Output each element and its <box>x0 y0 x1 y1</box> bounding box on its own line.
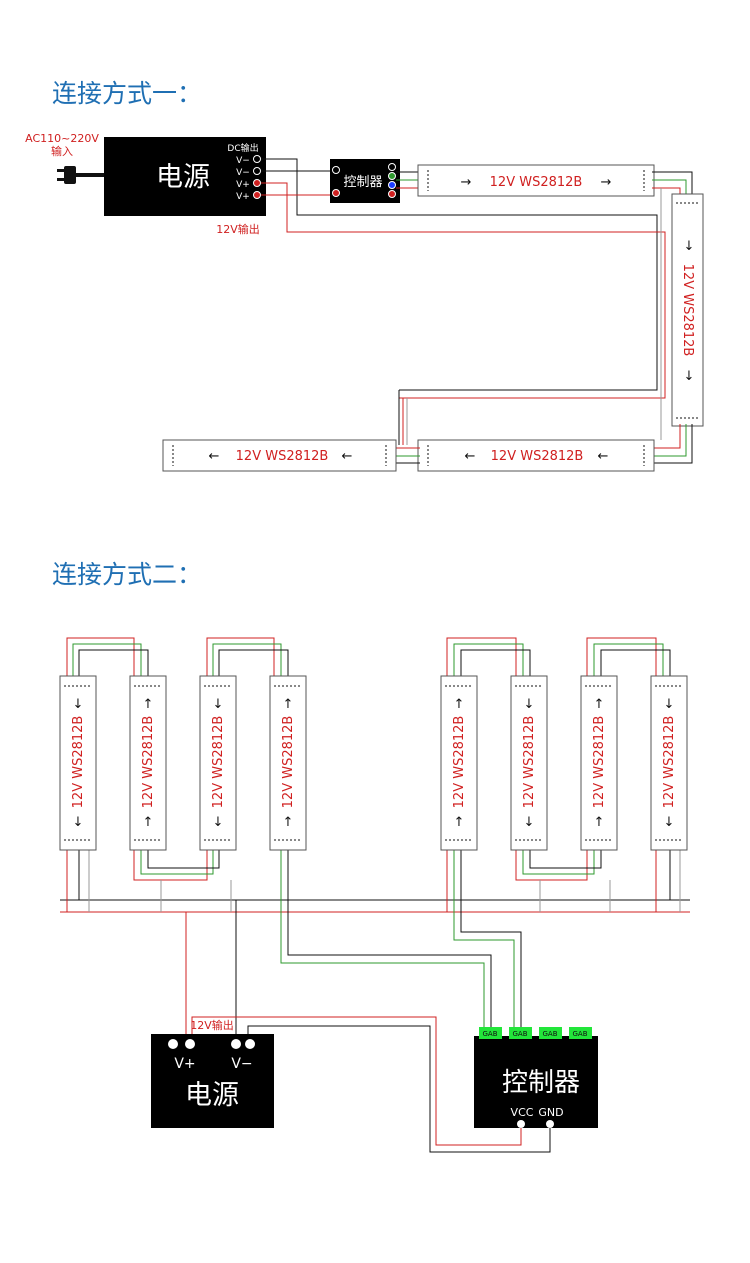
strip-label: 12V WS2812B <box>491 449 584 464</box>
strip-label: 12V WS2812B <box>281 716 296 809</box>
psu-12v-output-label: 12V输出 <box>190 1018 234 1032</box>
port-label: GAB <box>512 1030 527 1038</box>
led-strip-a: ↓ 12V WS2812B ↓ <box>59 675 97 851</box>
arrow-up-icon: ↑ <box>454 815 465 830</box>
arrow-down-icon: ↓ <box>524 815 535 830</box>
terminal-label-vminus-2: V− <box>236 168 250 178</box>
arrow-down-icon: ↓ <box>664 815 675 830</box>
arrow-down-icon: ↓ <box>684 239 695 254</box>
vminus-label: V− <box>231 1056 252 1072</box>
arrow-up-icon: ↑ <box>283 815 294 830</box>
ac-input-label: 输入 <box>51 144 73 158</box>
power-supply-2: V+ V− 电源 <box>151 1034 274 1128</box>
controller-1: 控制器 <box>330 159 400 203</box>
section1-title: 连接方式一： <box>52 79 203 108</box>
strip-label: 12V WS2812B <box>236 449 329 464</box>
arrow-left-icon: ← <box>465 449 476 464</box>
led-strip-c: ↓ 12V WS2812B ↓ <box>199 675 237 851</box>
strip-label: 12V WS2812B <box>680 264 695 357</box>
arrow-up-icon: ↑ <box>143 697 154 712</box>
terminal-label-vplus-2: V+ <box>236 192 250 202</box>
arrow-down-icon: ↓ <box>73 697 84 712</box>
port-label: GAB <box>542 1030 557 1038</box>
strip-label: 12V WS2812B <box>592 716 607 809</box>
strip-label: 12V WS2812B <box>141 716 156 809</box>
arrow-up-icon: ↑ <box>143 815 154 830</box>
arrow-down-icon: ↓ <box>213 697 224 712</box>
gnd-label: GND <box>538 1106 563 1119</box>
strip-label: 12V WS2812B <box>71 716 86 809</box>
vcc-label: VCC <box>511 1106 534 1119</box>
strip-label: 12V WS2812B <box>452 716 467 809</box>
psu-label: 电源 <box>156 162 210 193</box>
arrow-down-icon: ↓ <box>213 815 224 830</box>
led-strip-3: ← 12V WS2812B ← <box>417 439 655 472</box>
plug-icon <box>57 166 104 184</box>
led-strip-g: ↑ 12V WS2812B ↑ <box>580 675 618 851</box>
arrow-up-icon: ↑ <box>454 697 465 712</box>
arrow-down-icon: ↓ <box>524 697 535 712</box>
arrow-up-icon: ↑ <box>594 697 605 712</box>
port-label: GAB <box>572 1030 587 1038</box>
controller-label: 控制器 <box>502 1068 580 1098</box>
led-strip-4: ← 12V WS2812B ← <box>162 439 397 472</box>
vplus-label: V+ <box>174 1056 195 1072</box>
led-strip-e: ↑ 12V WS2812B ↑ <box>440 675 478 851</box>
power-supply-1: 电源 DC输出 V− V− V+ V+ <box>104 137 266 216</box>
dc-output-label: DC输出 <box>227 142 258 154</box>
arrow-up-icon: ↑ <box>283 697 294 712</box>
led-strip-f: ↓ 12V WS2812B ↓ <box>510 675 548 851</box>
led-strip-1: → 12V WS2812B → <box>417 164 655 197</box>
controller-label: 控制器 <box>343 175 382 190</box>
led-strip-d: ↑ 12V WS2812B ↑ <box>269 675 307 851</box>
led-strip-2: ↓ 12V WS2812B ↓ <box>671 193 704 427</box>
strip-label: 12V WS2812B <box>662 716 677 809</box>
strip-label: 12V WS2812B <box>211 716 226 809</box>
arrow-down-icon: ↓ <box>684 369 695 384</box>
diagram-method-1: AC110~220V 输入 电源 DC输出 V− V− V+ V+ 12V输出 <box>25 132 704 472</box>
diagram-method-2: ↓ 12V WS2812B ↓ ↑ 12V WS2812B ↑ ↓ 12V WS… <box>59 637 690 1153</box>
led-strip-b: ↑ 12V WS2812B ↑ <box>129 675 167 851</box>
ac-input-voltage-label: AC110~220V <box>25 132 99 145</box>
arrow-left-icon: ← <box>342 449 353 464</box>
arrow-down-icon: ↓ <box>664 697 675 712</box>
terminal-label-vminus-1: V− <box>236 156 250 166</box>
section2-title: 连接方式二： <box>52 560 203 589</box>
arrow-down-icon: ↓ <box>73 815 84 830</box>
strip-label: 12V WS2812B <box>522 716 537 809</box>
port-label: GAB <box>482 1030 497 1038</box>
led-strip-h: ↓ 12V WS2812B ↓ <box>650 675 688 851</box>
psu-label: 电源 <box>185 1080 239 1111</box>
psu-12v-output-label: 12V输出 <box>216 222 260 236</box>
arrow-right-icon: → <box>461 175 472 190</box>
arrow-left-icon: ← <box>598 449 609 464</box>
terminal-label-vplus-1: V+ <box>236 180 250 190</box>
controller-2: GAB GAB GAB GAB 控制器 VCC GND <box>474 1027 598 1128</box>
arrow-right-icon: → <box>601 175 612 190</box>
arrow-left-icon: ← <box>209 449 220 464</box>
strip-label: 12V WS2812B <box>490 175 583 190</box>
arrow-up-icon: ↑ <box>594 815 605 830</box>
